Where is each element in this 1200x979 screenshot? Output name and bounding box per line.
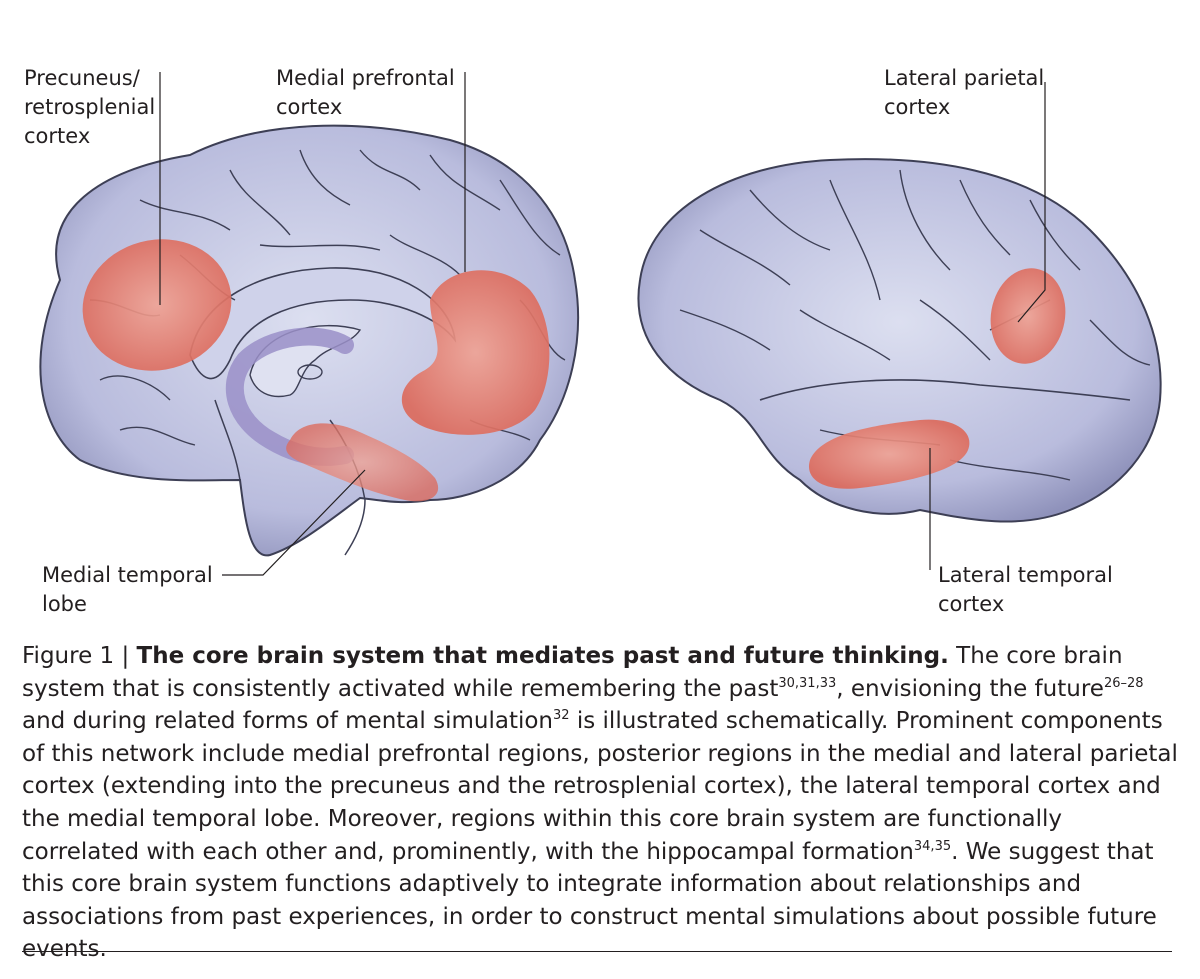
label-medial-temporal: Medial temporal lobe bbox=[42, 561, 213, 619]
precuneus-region bbox=[82, 239, 232, 371]
label-line: Precuneus/ bbox=[24, 66, 140, 90]
lateral-brain-outline bbox=[637, 158, 1162, 523]
medial-prefrontal-region bbox=[401, 270, 550, 435]
caption-reference: 34,35 bbox=[913, 838, 952, 854]
caption-text: , envisioning the future bbox=[836, 675, 1104, 702]
caption-text: is illustrated schematically. Prominent … bbox=[22, 708, 1178, 865]
label-line: Medial temporal bbox=[42, 563, 213, 587]
caption-title: The core brain system that mediates past… bbox=[136, 643, 949, 669]
thalamus bbox=[297, 364, 323, 380]
label-line: cortex bbox=[24, 124, 91, 148]
medial-temporal-region bbox=[286, 423, 439, 502]
figure-caption: Figure 1 | The core brain system that me… bbox=[22, 640, 1182, 966]
label-lateral-parietal: Lateral parietal cortex bbox=[884, 64, 1044, 122]
label-line: Lateral temporal bbox=[938, 563, 1113, 587]
label-medial-prefrontal: Medial prefrontal cortex bbox=[276, 64, 455, 122]
label-line: cortex bbox=[276, 95, 343, 119]
sylvian-fissure bbox=[759, 379, 1131, 401]
caption-figure-label: Figure 1 | bbox=[22, 643, 137, 669]
bottom-rule bbox=[22, 951, 1172, 952]
leader-lateral-parietal bbox=[1017, 82, 1046, 323]
label-line: lobe bbox=[42, 592, 87, 616]
leader-lines bbox=[159, 72, 1046, 576]
caption-reference: 26–28 bbox=[1103, 675, 1144, 691]
caption-text: and during related forms of mental simul… bbox=[22, 708, 553, 735]
label-precuneus: Precuneus/ retrosplenial cortex bbox=[24, 64, 155, 151]
label-line: retrosplenial bbox=[24, 95, 156, 119]
label-line: cortex bbox=[884, 95, 951, 119]
lateral-parietal-region bbox=[990, 268, 1066, 364]
brain-figure: Precuneus/ retrosplenial cortex Medial p… bbox=[24, 64, 1162, 619]
leader-medial-temporal bbox=[222, 469, 366, 576]
label-lateral-temporal: Lateral temporal cortex bbox=[938, 561, 1113, 619]
label-line: Medial prefrontal bbox=[276, 66, 455, 90]
brain-illustration bbox=[39, 72, 1162, 576]
caption-reference: 30,31,33 bbox=[778, 675, 837, 691]
lateral-temporal-region bbox=[808, 419, 970, 489]
label-line: Lateral parietal bbox=[884, 66, 1045, 90]
caption-text: . We suggest that this core brain system… bbox=[22, 838, 1157, 963]
caption-reference: 32 bbox=[553, 708, 570, 724]
medial-brain-view bbox=[39, 124, 580, 557]
label-line: cortex bbox=[938, 592, 1005, 616]
lateral-brain-view bbox=[637, 158, 1162, 523]
caption-text: The core brain system that is consistent… bbox=[22, 643, 1123, 702]
cerebellum-line bbox=[214, 399, 241, 481]
